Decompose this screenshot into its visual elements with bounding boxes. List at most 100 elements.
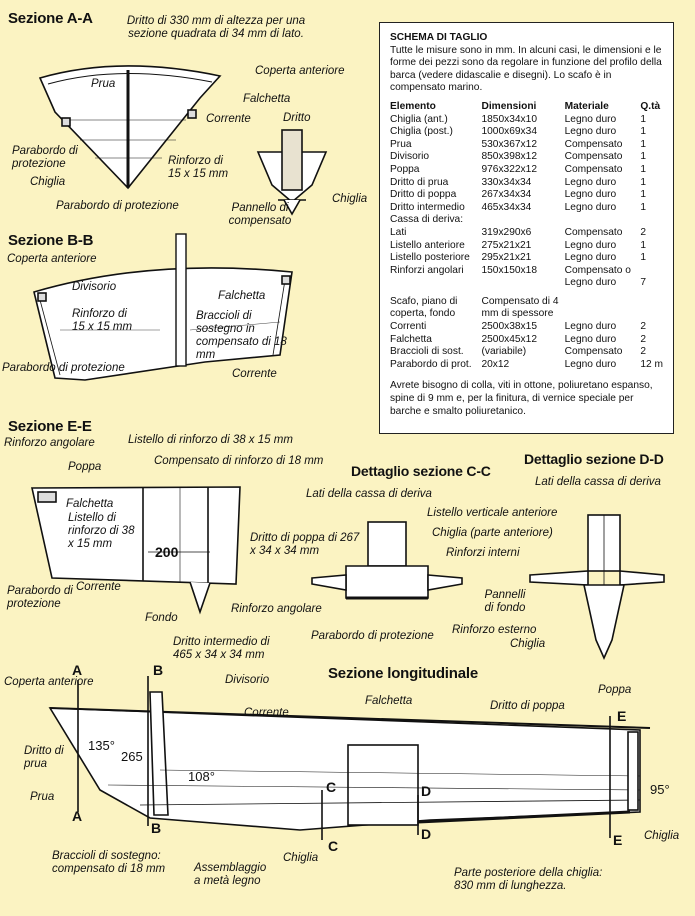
dd-lati-label: Lati della cassa di deriva — [535, 476, 661, 488]
schema-cell: 1 — [640, 176, 646, 188]
ee-corrente-label: Corrente — [76, 581, 121, 593]
schema-cell: Legno duro — [564, 176, 617, 188]
schema-cell — [481, 214, 564, 227]
schema-cell: Legno duro — [564, 201, 617, 213]
long-angle-108: 108° — [188, 769, 215, 784]
cutting-schedule-box: SCHEMA DI TAGLIO Tutte le misure sono in… — [379, 22, 674, 434]
aa-parabordo-left-label: Parabordo di protezione — [12, 145, 78, 170]
schema-cell: 1 — [640, 239, 646, 251]
cut-marker-b-bottom: B — [151, 820, 162, 836]
schema-header-materiale: Materiale — [564, 100, 609, 112]
aa-chiglia2-label: Chiglia — [332, 193, 368, 205]
section-aa-drawing — [38, 65, 222, 190]
schema-header-dimensioni: Dimensioni — [481, 100, 537, 112]
long-assemblaggio-label: Assemblaggio a metà legno — [194, 862, 267, 887]
long-falchetta-label: Falchetta — [365, 695, 413, 707]
schema-cell: 267x34x34 — [481, 189, 532, 201]
long-coperta-label: Coperta anteriore — [4, 676, 94, 688]
cc-rinforzi-int-label: Rinforzi interni — [446, 547, 520, 559]
schema-cell: Dritto di poppa — [390, 189, 457, 201]
schema-footer: Avrete bisogno di colla, viti in ottone,… — [390, 380, 653, 417]
schema-cell: 2 — [640, 226, 646, 238]
schema-cell: Listello posteriore — [390, 252, 470, 264]
schema-cell: Legno duro — [564, 358, 617, 370]
schema-cell: 1 — [640, 201, 646, 213]
schema-cell: 7 — [640, 277, 646, 289]
ee-fondo-label: Fondo — [145, 612, 178, 624]
schema-cell: Parabordo di prot. — [390, 358, 472, 370]
schema-cell: 1000x69x34 — [481, 126, 537, 138]
aa-falchetta-label: Falchetta — [243, 93, 291, 105]
schema-cell: Lati — [390, 226, 407, 238]
cut-marker-c-bottom: C — [328, 838, 339, 854]
schema-cell — [640, 265, 663, 278]
ee-poppa-label: Poppa — [68, 461, 102, 473]
long-braccioli-label: Braccioli di sostegno: compensato di 18 … — [52, 850, 166, 875]
schema-cell: Legno duro — [564, 321, 617, 333]
schema-cell: Correnti — [390, 321, 427, 333]
schema-cell: 530x367x12 — [481, 138, 537, 150]
schema-cell: 295x21x21 — [481, 252, 532, 264]
long-angle-135: 135° — [88, 738, 115, 753]
schema-cell — [565, 214, 641, 227]
section-bb-drawing — [33, 233, 293, 381]
schema-cell: Cassa di deriva: — [390, 214, 464, 226]
aa-chiglia-label: Chiglia — [30, 176, 66, 188]
aa-pannello-label: Pannello di compensato — [228, 202, 292, 227]
schema-row: Dritto di prua 330x34x34 Legno duro 1 — [390, 177, 663, 190]
dritto-detail-drawing — [256, 129, 328, 216]
schema-cell: coperta, fondo — [390, 308, 456, 320]
cut-marker-d-bottom: D — [421, 826, 432, 842]
schema-header-elemento: Elemento — [390, 100, 436, 112]
schema-cell: 1 — [640, 151, 646, 163]
aa-dritto-note: Dritto di 330 mm di altezza per una sezi… — [126, 15, 306, 40]
schema-cell: 2500x45x12 — [481, 333, 537, 345]
schema-cell: Dritto di prua — [390, 176, 449, 188]
schema-cell: 319x290x6 — [481, 226, 532, 238]
bb-parabordo-label: Parabordo di protezione — [2, 362, 125, 374]
schema-cell: 1 — [640, 113, 646, 125]
long-dim-265: 265 — [121, 749, 143, 764]
schema-intro: Tutte le misure sono in mm. In alcuni ca… — [390, 44, 662, 94]
schema-row: Cassa di deriva: — [390, 214, 663, 227]
cc-parabordo-label: Parabordo di protezione — [311, 630, 434, 642]
schema-cell: 330x34x34 — [481, 176, 532, 188]
ee-falchetta-label: Falchetta — [66, 498, 114, 510]
schema-cell: (variabile) — [481, 346, 527, 358]
cut-marker-e-bottom: E — [613, 832, 623, 848]
aa-coperta-label: Coperta anteriore — [255, 65, 345, 77]
schema-cell: 275x21x21 — [481, 239, 532, 251]
schema-cell — [481, 277, 564, 293]
cc-rinforzo-est-label: Rinforzo esterno — [452, 624, 537, 636]
ee-rinforzo-ang2-label: Rinforzo angolare — [231, 603, 322, 615]
schema-cell: Listello anteriore — [390, 239, 465, 251]
aa-corrente-label: Corrente — [206, 113, 251, 125]
long-dritto-poppa-label: Dritto di poppa — [490, 700, 565, 712]
long-dritto-prua-label: Dritto di prua — [24, 745, 64, 770]
cut-marker-b-top: B — [153, 662, 164, 678]
ee-listello-top-label: Listello di rinforzo di 38 x 15 mm — [128, 434, 293, 446]
section-long-title: Sezione longitudinale — [328, 665, 478, 682]
schema-cell: Compensato — [564, 138, 623, 150]
schema-cell: 2500x38x15 — [481, 321, 537, 333]
long-chiglia-label: Chiglia — [283, 852, 319, 864]
long-dritto-int-label: Dritto intermedio di 465 x 34 x 34 mm — [173, 636, 270, 661]
ee-parabordo-label: Parabordo di protezione — [7, 585, 73, 610]
cut-marker-a-bottom: A — [72, 808, 83, 824]
schema-table: Elemento Dimensioni Materiale Q.tà Chigl… — [390, 101, 663, 371]
section-ee-title: Sezione E-E — [8, 418, 92, 435]
aa-dritto-label: Dritto — [283, 112, 311, 124]
